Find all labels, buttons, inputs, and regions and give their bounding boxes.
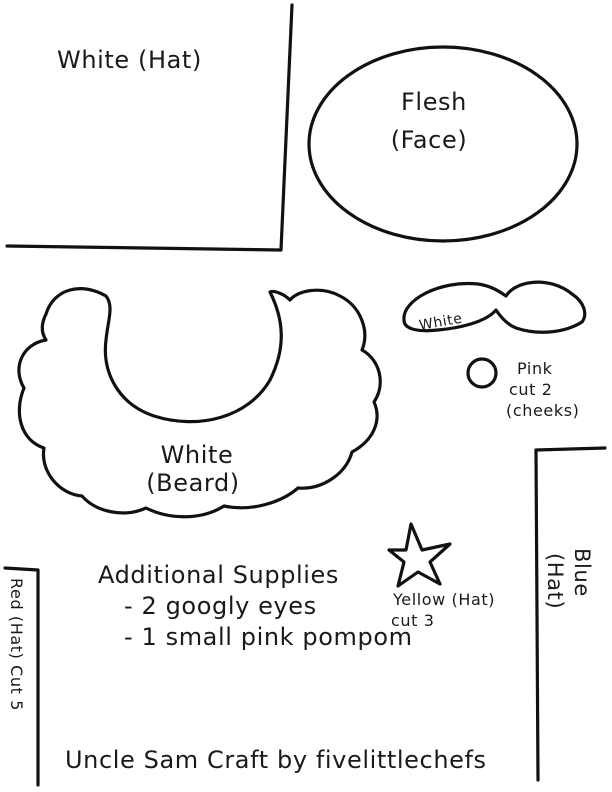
beard-part-label: (Beard) (146, 469, 240, 497)
cheek-color-label: Pink (517, 359, 553, 378)
star-color-label: Yellow (Hat) (392, 590, 495, 609)
face-part-label: (Face) (391, 126, 468, 154)
star-piece (387, 522, 452, 588)
cheek-piece (466, 357, 498, 389)
mustache-piece (402, 280, 587, 334)
blue-hat-part-label: (Hat) (543, 553, 567, 609)
white-hat-piece (5, 3, 294, 252)
face-piece (307, 45, 579, 243)
red-hat-label: Red (Hat) Cut 5 (7, 578, 26, 711)
beard-color-label: White (161, 441, 234, 469)
star-count-label: cut 3 (391, 611, 434, 630)
footer-credit: Uncle Sam Craft by fivelittlechefs (65, 746, 487, 774)
supplies-heading: Additional Supplies (98, 561, 339, 589)
white-hat-label: White (Hat) (57, 46, 202, 74)
cheek-part-label: (cheeks) (506, 401, 580, 420)
blue-hat-color-label: Blue (570, 548, 594, 597)
beard-piece (17, 287, 382, 519)
blue-hat-piece (534, 446, 607, 782)
supplies-item: - 1 small pink pompom (124, 623, 413, 651)
supplies-item: - 2 googly eyes (124, 592, 317, 620)
red-hat-piece (3, 566, 40, 787)
face-color-label: Flesh (401, 88, 467, 116)
cheek-count-label: cut 2 (509, 380, 552, 399)
mustache-label: White (418, 311, 464, 334)
